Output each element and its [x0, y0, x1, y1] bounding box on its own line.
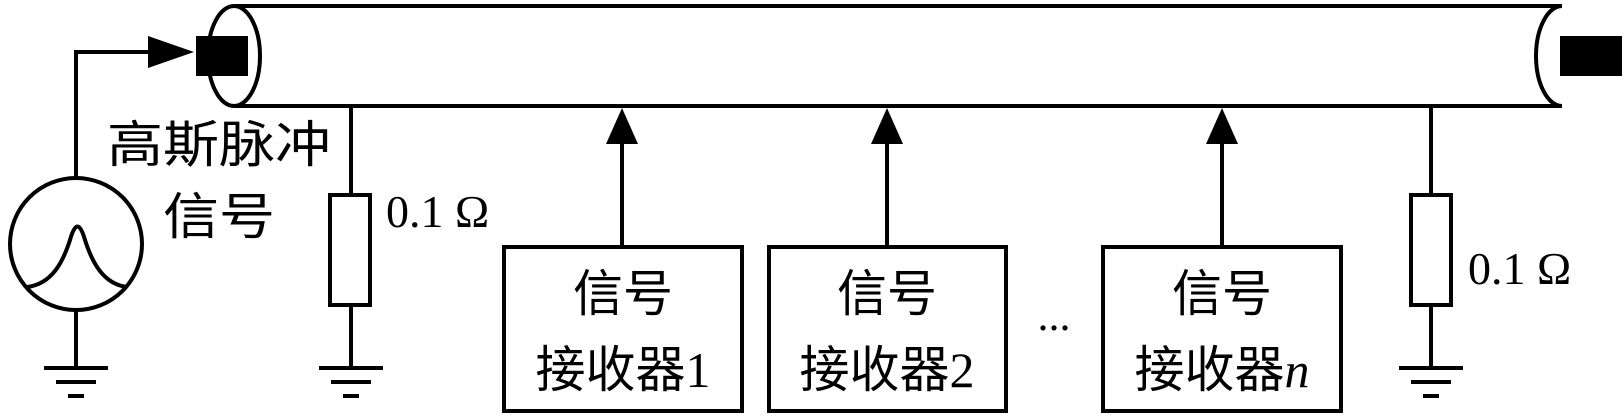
source-arrowhead [148, 36, 194, 68]
receiver-2-line1: 信号 [837, 265, 937, 323]
receiver-n-line1: 信号 [1172, 265, 1272, 323]
receiver-1-line1: 信号 [573, 265, 673, 323]
receiver-n-arrowhead [1206, 108, 1238, 144]
source-label-line2: 信号 [163, 188, 275, 246]
pulse-source [8, 176, 144, 312]
right-resistor [1409, 193, 1453, 307]
source-label-line1: 高斯脉冲 [107, 116, 331, 174]
source-signal-wire [74, 50, 150, 178]
receiver-2-name: 接收器 [800, 341, 950, 399]
ground-icon-right-resistor [1399, 366, 1463, 398]
receiver-2-arrowhead [871, 108, 903, 144]
receiver-2-line2: 接收器2 [800, 341, 975, 399]
receiver-1-name: 接收器 [536, 341, 686, 399]
receiver-n-index: n [1285, 342, 1310, 398]
ground-icon-source [44, 366, 108, 398]
right-cable-connector [1560, 36, 1622, 76]
receiver-1-line2: 接收器1 [536, 341, 711, 399]
receiver-n-line2: 接收器n [1135, 341, 1310, 399]
right-resistor-value: 0.1 Ω [1468, 243, 1571, 294]
receiver-2-index: 2 [950, 342, 975, 398]
ground-icon-left-resistor [319, 366, 383, 398]
receivers-ellipsis: ... [1038, 291, 1071, 340]
left-resistor-value: 0.1 Ω [386, 186, 489, 237]
receiver-n-name: 接收器 [1135, 341, 1285, 399]
receiver-1-arrowhead [606, 108, 638, 144]
coax-cable [206, 4, 1563, 108]
left-resistor [328, 193, 372, 307]
gaussian-pulse-icon [26, 224, 128, 289]
receiver-1-index: 1 [686, 342, 711, 398]
cable-right-end [1534, 4, 1563, 108]
left-cable-connector [196, 36, 248, 76]
